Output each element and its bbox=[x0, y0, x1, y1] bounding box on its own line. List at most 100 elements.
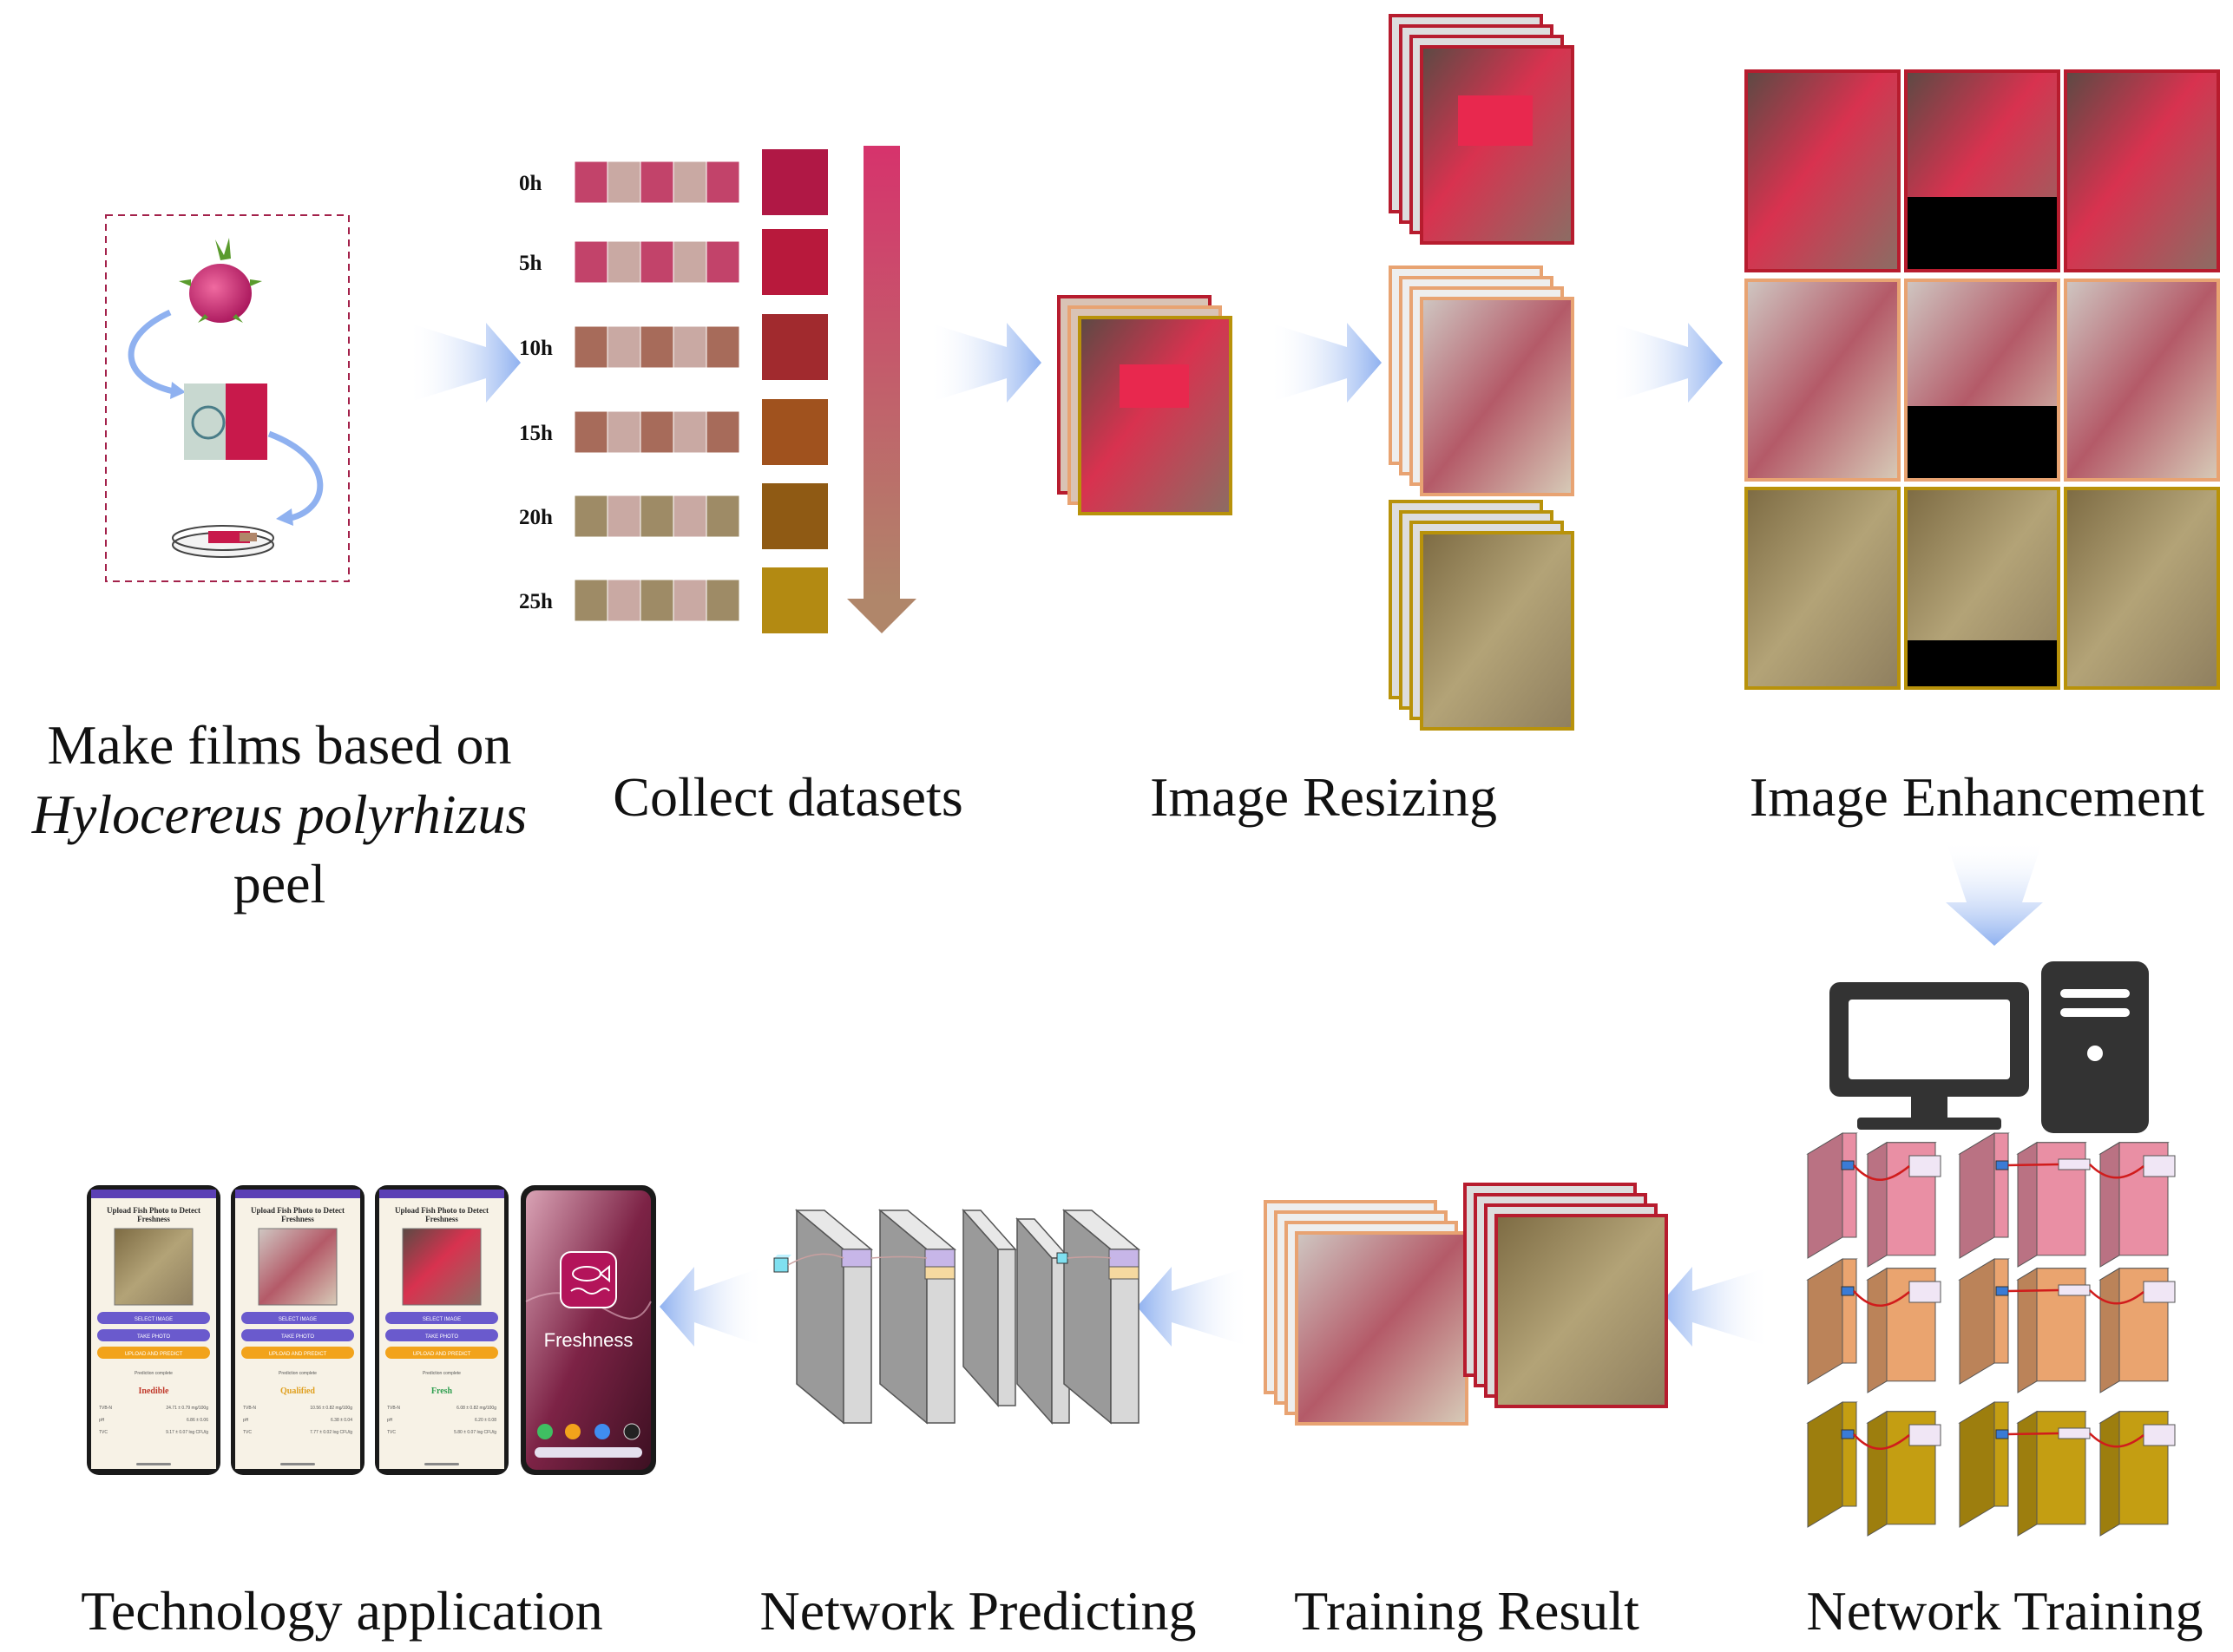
time-gradient-arrow bbox=[847, 146, 916, 633]
film-swatch-2 bbox=[762, 314, 828, 380]
metric-name: TVC bbox=[99, 1430, 108, 1435]
prediction-result: Inedible bbox=[138, 1386, 169, 1396]
computer-icon bbox=[1829, 961, 2149, 1133]
files-app-icon[interactable] bbox=[565, 1424, 581, 1439]
select-image-button[interactable] bbox=[241, 1312, 354, 1324]
button-label: SELECT IMAGE bbox=[423, 1317, 461, 1322]
flow-arrow-left-2 bbox=[1137, 1267, 1250, 1347]
metric-name: TVB-N bbox=[99, 1406, 112, 1411]
petri-dish-icon bbox=[172, 525, 274, 558]
enhanced-image-1-0 bbox=[1744, 279, 1901, 482]
phone-title-line1: Upload Fish Photo to Detect bbox=[251, 1206, 345, 1215]
metric-name: TVC bbox=[243, 1430, 252, 1435]
prediction-network bbox=[773, 1209, 1141, 1425]
resized-stack-mid bbox=[1389, 266, 1574, 496]
flow-arrow-2 bbox=[929, 323, 1041, 403]
pred-layer-3 bbox=[962, 1209, 1017, 1407]
app-phones: Upload Fish Photo to DetectFreshnessSELE… bbox=[87, 1185, 509, 1475]
enhanced-image-1-2 bbox=[2064, 279, 2220, 482]
select-image-button[interactable] bbox=[97, 1312, 210, 1324]
phone-title-line2: Freshness bbox=[137, 1215, 170, 1223]
take-photo-button[interactable] bbox=[241, 1329, 354, 1341]
phone-title-line2: Freshness bbox=[281, 1215, 314, 1223]
train-feature-0-a bbox=[1908, 1155, 1941, 1177]
train-connectors-1 bbox=[1853, 1288, 2144, 1307]
metric-name: TVB-N bbox=[387, 1406, 400, 1411]
train-block-1-2 bbox=[1958, 1258, 2010, 1385]
label-image-enhancement: Image Enhancement bbox=[1750, 766, 2204, 828]
metric-value: 6.08 ± 0.82 mg/100g bbox=[456, 1406, 496, 1411]
train-block-0-0 bbox=[1806, 1132, 1858, 1259]
rotation-padding bbox=[1908, 406, 2057, 478]
button-label: SELECT IMAGE bbox=[135, 1317, 173, 1322]
upload-predict-button[interactable] bbox=[385, 1347, 498, 1359]
upload-predict-button[interactable] bbox=[241, 1347, 354, 1359]
metric-value: 7.77 ± 0.02 log CFU/g bbox=[310, 1430, 352, 1435]
metric-value: 10.56 ± 0.82 mg/100g bbox=[310, 1406, 352, 1411]
take-photo-button[interactable] bbox=[385, 1329, 498, 1341]
training-result-stack-spoiled bbox=[1463, 1183, 1668, 1408]
fish-icon[interactable] bbox=[560, 1251, 617, 1308]
take-photo-button[interactable] bbox=[97, 1329, 210, 1341]
select-image-button[interactable] bbox=[385, 1312, 498, 1324]
button-label: TAKE PHOTO bbox=[425, 1334, 458, 1340]
home-app-label[interactable]: Freshness bbox=[544, 1329, 634, 1351]
phone-app-icon[interactable] bbox=[537, 1424, 553, 1439]
prediction-status: Prediction complete bbox=[135, 1371, 173, 1376]
sample-photo-strip-1 bbox=[574, 240, 740, 284]
metric-value: 5.80 ± 0.07 log CFU/g bbox=[454, 1430, 496, 1435]
metric-value: 6.38 ± 0.04 bbox=[331, 1418, 352, 1423]
camera-app-icon[interactable] bbox=[623, 1423, 640, 1440]
prediction-result: Qualified bbox=[280, 1386, 315, 1396]
enhanced-image-2-0 bbox=[1744, 487, 1901, 690]
time-label-0: 0h bbox=[519, 172, 542, 195]
train-cube-0-a bbox=[1841, 1160, 1855, 1170]
phone-title-line1: Upload Fish Photo to Detect bbox=[395, 1206, 489, 1215]
home-search-bar[interactable] bbox=[535, 1447, 642, 1458]
single-input-image bbox=[1057, 295, 1232, 515]
label-technology-application: Technology application bbox=[81, 1580, 603, 1642]
time-label-1: 5h bbox=[519, 252, 542, 275]
film-swatch-1 bbox=[762, 229, 828, 295]
train-connectors-2 bbox=[1853, 1432, 2144, 1450]
button-label: TAKE PHOTO bbox=[281, 1334, 314, 1340]
label-image-resizing: Image Resizing bbox=[1150, 766, 1497, 828]
train-cube-2-a bbox=[1841, 1429, 1855, 1439]
upload-predict-button[interactable] bbox=[97, 1347, 210, 1359]
curve-arrow-1 bbox=[128, 309, 179, 396]
train-feature-2-c bbox=[2143, 1424, 2176, 1446]
enhanced-image-2-2 bbox=[2064, 487, 2220, 690]
train-feature-0-b bbox=[2058, 1158, 2091, 1170]
sample-photo-strip-2 bbox=[574, 325, 740, 369]
network-training-blocks bbox=[1806, 1132, 2176, 1537]
metric-name: pH bbox=[387, 1418, 393, 1423]
train-block-2-2 bbox=[1958, 1401, 2010, 1528]
prediction-status: Prediction complete bbox=[279, 1371, 317, 1376]
messages-app-icon[interactable] bbox=[594, 1424, 610, 1439]
prediction-result: Fresh bbox=[431, 1386, 453, 1396]
train-block-1-0 bbox=[1806, 1258, 1858, 1385]
train-connectors-0 bbox=[1853, 1163, 2144, 1181]
train-cube-2-b bbox=[1995, 1429, 2009, 1439]
prediction-status: Prediction complete bbox=[423, 1371, 461, 1376]
resized-stack-spoiled bbox=[1389, 500, 1574, 731]
metric-name: pH bbox=[99, 1418, 105, 1423]
home-indicator bbox=[280, 1463, 315, 1465]
metric-value: 9.17 ± 0.07 log CFU/g bbox=[166, 1430, 208, 1435]
uploaded-photo bbox=[402, 1228, 482, 1306]
sample-photo-strip-5 bbox=[574, 579, 740, 622]
metric-value: 6.20 ± 0.08 bbox=[475, 1418, 496, 1423]
flow-arrow-3 bbox=[1269, 323, 1382, 403]
pred-layer-5 bbox=[1061, 1209, 1141, 1425]
dock-icons bbox=[537, 1423, 640, 1440]
film-swatch-4 bbox=[762, 483, 828, 549]
metric-name: pH bbox=[243, 1418, 249, 1423]
train-feature-0-c bbox=[2143, 1155, 2176, 1177]
uploaded-photo bbox=[114, 1228, 194, 1306]
rotation-padding bbox=[1908, 197, 2057, 269]
film-swatch-3 bbox=[762, 399, 828, 465]
label-training-result: Training Result bbox=[1294, 1580, 1639, 1642]
status-bar bbox=[91, 1190, 216, 1198]
